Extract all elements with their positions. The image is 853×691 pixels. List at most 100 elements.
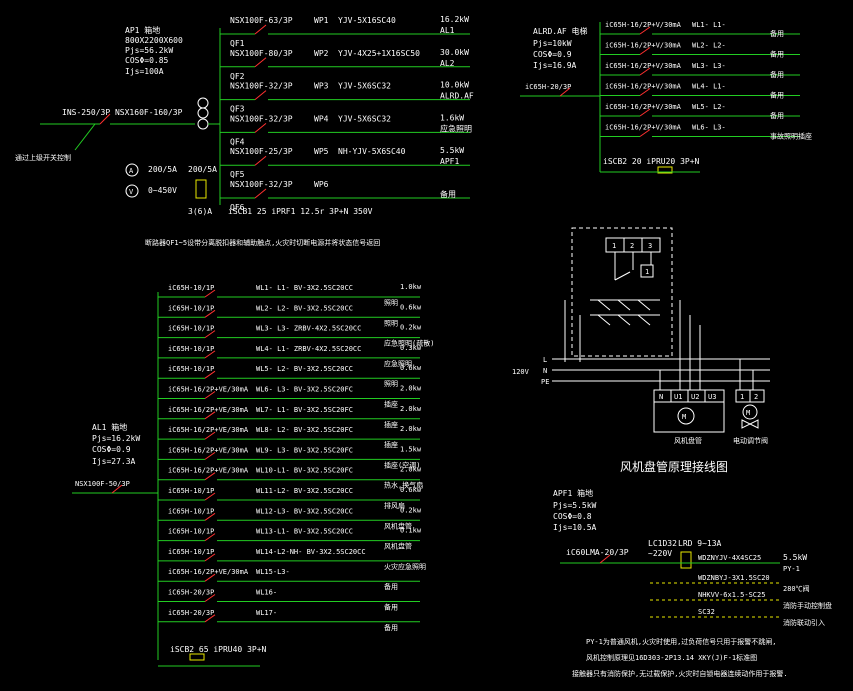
alrd-spd: iSCB2 20 iPRU20 3P+N [603,157,700,166]
al1-breaker: iC65H-20/3P [168,589,214,597]
apf1-thermal-relay [680,551,692,569]
alrd-ijs: Ijs=16.9A [533,61,577,70]
feeder-breaker: NSX100F-80/3P [230,49,293,58]
al1-wl: WL5- L2- BV-3X2.5SC20CC [256,365,353,373]
breaker-symbol [204,289,216,298]
feeder-to: ALRD.AF [440,92,474,101]
al1-breaker: iC65H-16/2P+VE/30mA [168,568,249,576]
al1-breaker: iC65H-16/2P+VE/30mA [168,467,249,475]
feeder-qf: QF6 [230,203,245,212]
feeder-cable: YJV-5X6SC32 [338,82,391,91]
breaker-symbol [204,330,216,339]
fcu-tm-U3: U3 [708,393,716,401]
alrd-breaker: iC65H-16/2P+V/30mA [605,62,682,70]
ct-symbol-c [197,118,209,130]
feeder-wp: WP3 [314,82,329,91]
alrd-incoming: iC65H-20/3P [525,83,571,91]
al1-breaker: iC65H-20/3P [168,609,214,617]
fcu-schematic: 1 2 3 1 L N PE 120V [512,227,770,474]
valve-motor-icon [742,404,758,420]
fcu-line-PE: PE [541,378,549,386]
feeder-kw: 16.2kW [440,15,469,24]
apf1-cable: SC32 [698,608,715,616]
svg-text:A: A [129,167,134,175]
svg-text:M: M [746,409,750,417]
apf1-kw: 5.5kW [783,553,807,562]
al1-kw: 0.6kw [400,303,422,311]
al1-to: 备用 [384,603,398,612]
fcu-title: 风机盘管原理接线图 [620,459,728,474]
alrd-wl: WL2- L2- [692,42,726,50]
fcu-tm-U2: U2 [691,393,699,401]
al1-wl: WL8- L2- BV-3X2.5SC20FC [256,426,353,434]
valve-icon [741,419,759,429]
apf1-note-1: PY-1为普通风机,火灾时使用,过负荷信号只用于报警不跳闸, [586,637,777,646]
al1-to: 插座 [384,440,398,449]
breaker-symbol [639,108,651,117]
breaker-symbol [254,57,267,68]
alrd-to: 备用 [770,29,784,38]
feeder-to: AL1 [440,26,455,35]
apf1-lc-v: ~220V [648,549,672,558]
alrd-panel: ALRD.AF 电梯 Pjs=10kW COSΦ=0.9 Ijs=16.9A i… [520,22,601,172]
breaker-symbol [639,88,651,96]
feeder-kw: 10.0kW [440,81,469,90]
feeder-breaker: NSX100F-32/3P [230,82,293,91]
breaker-symbol [204,370,216,379]
apf1-to: 消防联动引入 [783,618,825,627]
al1-to: 风机盘管 [384,542,412,551]
feeder-breaker: NSX100F-32/3P [230,180,293,189]
al1-wl: WL7- L1- BV-3X2.5SC20FC [256,406,353,414]
alrd-to: 事故照明插座 [770,132,812,141]
al1-panel: AL1 箱地 Pjs=16.2kW COSΦ=0.9 Ijs=27.3A NSX… [72,292,159,660]
al1-to: 插座 [384,420,398,429]
feeder-to: APF1 [440,157,459,166]
fcu-tt-2: 2 [630,242,634,250]
fcu-tt-3: 3 [648,242,652,250]
al1-to: 照明 [384,299,398,307]
ap1-panel: AP1 箱地 800X2200X600 Pjs=56.2kW COSΦ=0.85… [15,25,221,216]
feeder-cable: NH-YJV-5X6SC40 [338,147,406,156]
alrd-wl: WL4- L1- [692,83,726,91]
al1-pjs: Pjs=16.2kW [92,434,140,443]
alrd-breaker: iC65H-16/2P+V/30mA [605,83,682,91]
al1-wl: WL4- L1- ZRBV-4X2.5SC20CC [256,345,361,353]
al1-wl: WL12-L3- BV-3X2.5SC20CC [256,507,353,515]
ap1-spd: iSCB1 25 iPRF1 12.5r 3P+N 350V [228,207,373,216]
feeder-cable: YJV-5X6SC32 [338,114,391,123]
al1-to: 排风扇 [384,501,405,510]
feeder-to: 应急照明 [440,123,472,133]
apf1-note-3: 接触器只有消防保护,无过载保护,火灾时自锁电器连续动作用于报警. [572,669,788,678]
svg-text:V: V [129,188,134,196]
feeder-breaker: NSX100F-63/3P [230,16,293,25]
breaker-symbol [204,533,216,542]
feeder-wp: WP2 [314,49,329,58]
fcu-line-N: N [543,367,547,375]
alrd-pjs: Pjs=10kW [533,39,572,48]
feeder-qf: QF5 [230,170,245,179]
fcu-tm-U1: U1 [674,393,682,401]
breaker-symbol [204,614,216,623]
feeder-qf: QF2 [230,72,245,81]
al1-wl: WL10-L1- BV-3X2.5SC20FC [256,467,353,475]
al1-incoming: NSX100F-50/3P [75,480,130,488]
fcu-tm-N: N [659,393,663,401]
al1-name: AL1 箱地 [92,422,127,432]
al1-kw: 0.3kw [400,344,422,352]
al1-wl: WL14-L2-NH- BV-3X2.5SC20CC [256,548,366,556]
alrd-to: 备用 [770,50,784,59]
alrd-spd-symbol [657,166,673,174]
ap1-ct-b: 3(6)A [188,207,212,216]
feeder-wp: WP5 [314,147,329,156]
breaker-symbol [204,411,216,420]
